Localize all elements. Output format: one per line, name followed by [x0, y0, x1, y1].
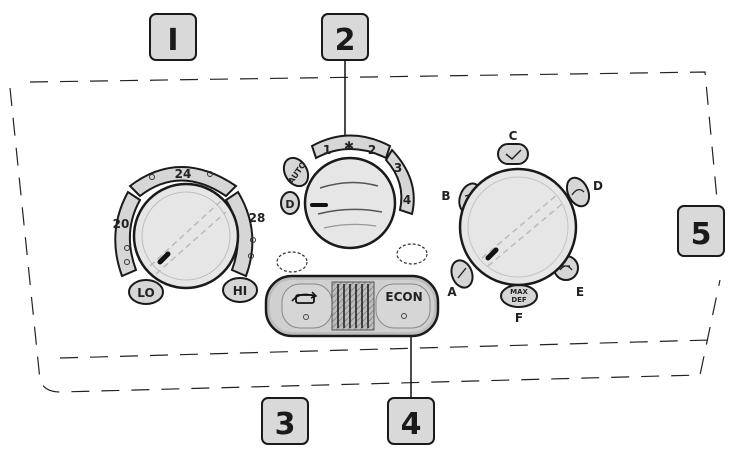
fan-speed-3: 3	[394, 161, 402, 175]
mode-letter-f: F	[515, 311, 523, 325]
temp-label-24: 24	[175, 167, 192, 181]
mode-button-c[interactable]	[497, 143, 529, 165]
max-label: MAX	[510, 288, 528, 296]
fan-speed-1: 1	[323, 143, 331, 157]
econ-label: ECON	[385, 290, 422, 304]
recirculation-icon	[291, 291, 318, 304]
temp-indicator-dot	[207, 171, 213, 177]
recirculation-indicator	[303, 314, 309, 320]
fan-symbol-icon: ✱	[344, 139, 354, 153]
fan-dial-group: 1 ✱ 2 3 4 AUTO D	[279, 134, 415, 250]
temp-indicator-dot	[248, 253, 254, 259]
bar-ribs	[337, 284, 369, 328]
fan-arc-top	[310, 134, 392, 160]
callout-4: 4	[387, 397, 435, 445]
fan-off-button[interactable]: D	[280, 191, 300, 215]
callout-1: I	[149, 13, 197, 61]
lo-label: LO	[137, 286, 154, 300]
mode-letter-a: A	[447, 285, 457, 299]
temp-arc-top	[128, 166, 238, 198]
hi-label: HI	[233, 284, 248, 298]
callout-2: 2	[321, 13, 369, 61]
callout-1-label: I	[167, 23, 178, 58]
max-def-button[interactable]: MAX DEF	[500, 284, 538, 308]
left-indicator-light	[276, 251, 308, 273]
mode-letter-c: C	[509, 129, 518, 143]
mode-letter-d: D	[593, 179, 603, 193]
temp-indicator-dot	[250, 237, 256, 243]
fan-arc-right	[384, 148, 415, 216]
callout-4-label: 4	[401, 407, 422, 442]
callout-5-label: 5	[691, 217, 712, 252]
mode-letter-e: E	[576, 285, 584, 299]
fan-knob[interactable]	[303, 156, 397, 250]
floor-defrost-icon	[571, 188, 585, 196]
mode-knob[interactable]	[458, 167, 578, 287]
bar-grip	[331, 281, 375, 331]
mode-button-a[interactable]	[448, 257, 476, 290]
dashboard-outline	[9, 71, 721, 393]
temperature-dial-group: 24 20 28 LO HI	[113, 166, 266, 305]
callout-5: 5	[677, 205, 725, 257]
mode-pointer	[485, 247, 499, 261]
fan-auto-button[interactable]: AUTO	[279, 154, 313, 191]
temp-indicator-dot	[124, 259, 130, 265]
lo-button[interactable]: LO	[128, 279, 164, 305]
hi-button[interactable]: HI	[222, 277, 258, 303]
right-indicator-light	[396, 243, 428, 265]
temp-indicator-dot	[149, 174, 155, 180]
def-label: DEF	[511, 296, 527, 304]
callout-3-label: 3	[275, 407, 296, 442]
temp-label-28: 28	[249, 211, 266, 225]
mode-letter-b: B	[441, 189, 450, 203]
fan-speed-2: 2	[368, 143, 376, 157]
mode-dial-group: C B D A E MAX DEF F	[441, 129, 603, 325]
callout-3: 3	[261, 397, 309, 445]
fan-off-label: D	[285, 198, 294, 211]
mode-button-d[interactable]	[563, 174, 594, 210]
temperature-pointer	[157, 251, 171, 265]
temp-label-20: 20	[113, 217, 130, 231]
floor-vent-icon	[457, 267, 467, 279]
temp-indicator-dot	[124, 245, 130, 251]
temperature-knob[interactable]	[132, 182, 240, 290]
center-control-bar: ECON	[264, 274, 440, 338]
econ-button[interactable]: ECON	[375, 283, 431, 329]
fan-speed-4: 4	[403, 193, 411, 207]
econ-indicator	[401, 313, 407, 319]
callout-2-label: 2	[335, 23, 356, 58]
face-vent-icon	[505, 149, 522, 161]
rear-defrost-icon	[559, 265, 573, 271]
temp-arc-left	[114, 190, 142, 278]
recirculation-button[interactable]	[281, 283, 333, 329]
